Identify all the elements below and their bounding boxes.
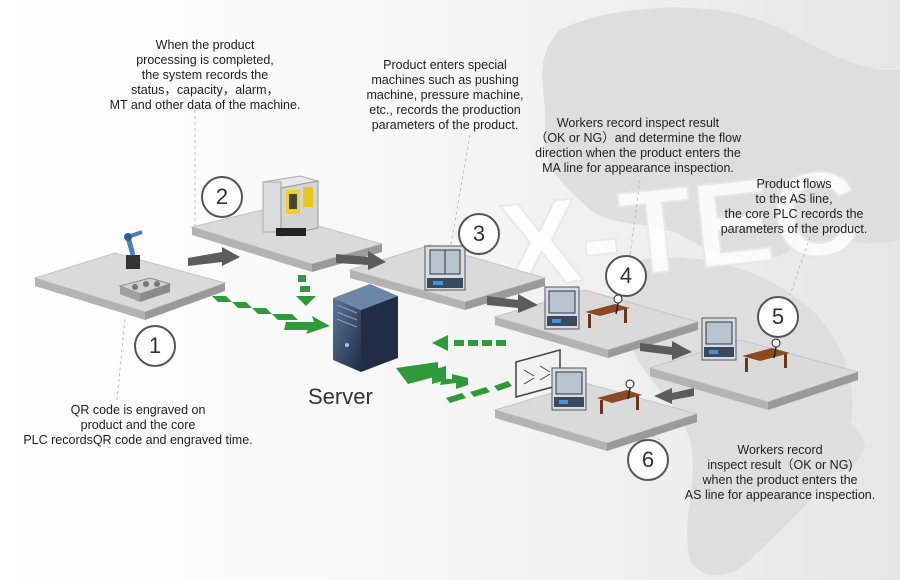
step-6-caption: Workers record inspect result（OK or NG) … bbox=[684, 443, 876, 502]
step-4-caption: Workers record inspect result （OK or NG）… bbox=[534, 116, 742, 175]
cnc-machine-icon bbox=[262, 175, 319, 237]
inspection-machine-6-icon bbox=[551, 367, 587, 411]
inspection-machine-5-icon bbox=[701, 317, 737, 361]
robot-arm-icon bbox=[124, 230, 143, 269]
step-number-4: 4 bbox=[605, 255, 647, 297]
server-label: Server bbox=[308, 384, 373, 409]
step-2-caption: When the product processing is completed… bbox=[109, 38, 301, 112]
step-number-3: 3 bbox=[458, 213, 500, 255]
server-icon bbox=[333, 284, 398, 372]
step-number-5: 5 bbox=[757, 296, 799, 338]
step-5-caption: Product flows to the AS line, the core P… bbox=[720, 177, 868, 236]
world-map-backdrop bbox=[542, 7, 900, 575]
step-number-6: 6 bbox=[627, 439, 669, 481]
gray-flow-arrows bbox=[188, 247, 694, 404]
platform-1 bbox=[33, 252, 227, 320]
engine-block-icon bbox=[118, 277, 172, 302]
special-machine-3-icon bbox=[424, 245, 466, 291]
inspection-machine-4-icon bbox=[544, 286, 580, 330]
step-1-caption: QR code is engraved on product and the c… bbox=[23, 403, 253, 447]
platform-2 bbox=[190, 209, 384, 272]
step-number-2: 2 bbox=[201, 176, 243, 218]
step-number-1: 1 bbox=[134, 325, 176, 367]
worker-desk-5-icon bbox=[742, 338, 790, 372]
worker-desk-4-icon bbox=[585, 294, 630, 328]
step-3-caption: Product enters special machines such as … bbox=[366, 58, 524, 132]
worker-desk-6-icon bbox=[597, 379, 642, 414]
